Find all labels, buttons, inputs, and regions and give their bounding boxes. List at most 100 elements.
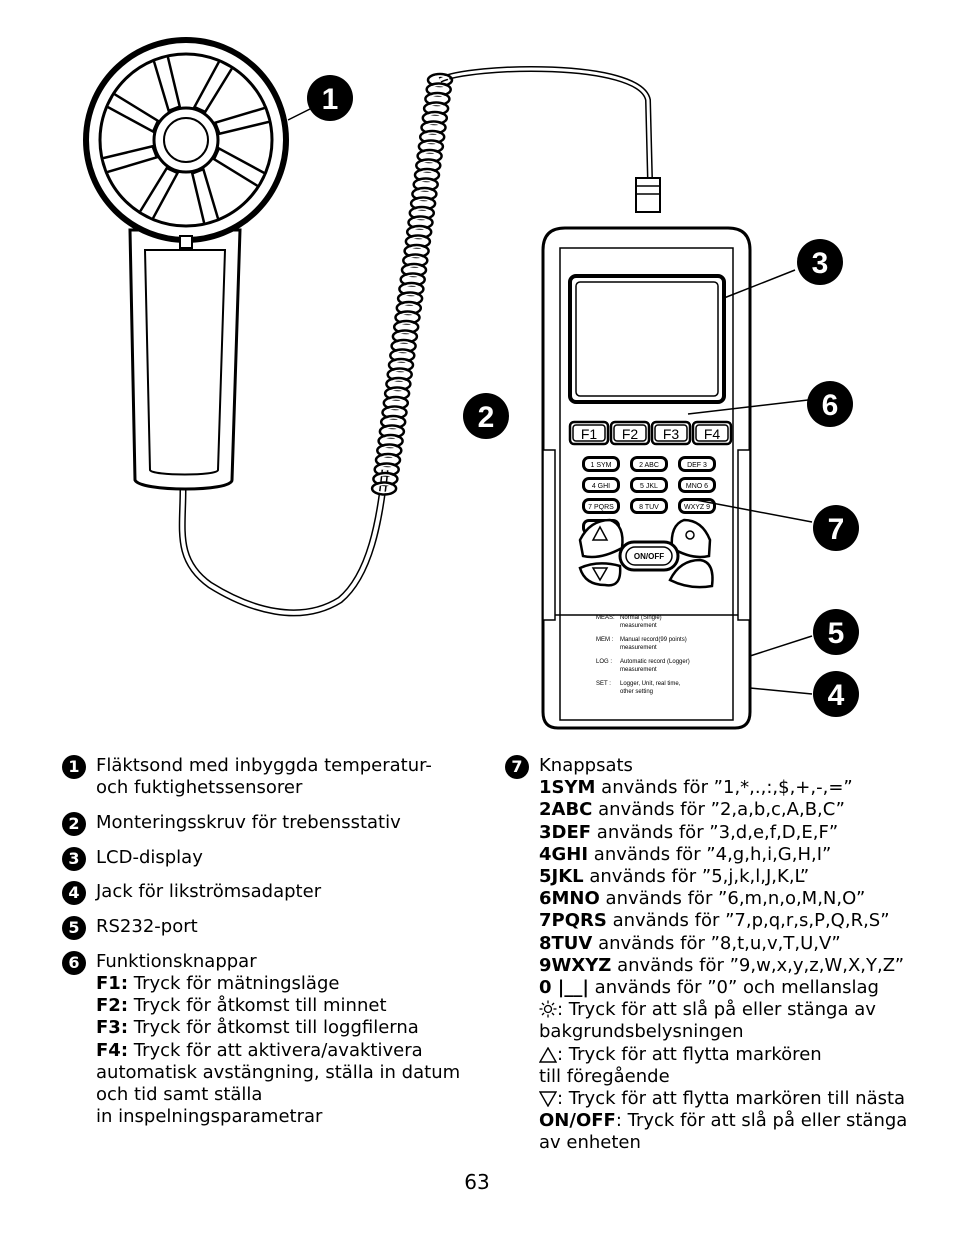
- function-key-4[interactable]: F4: [691, 420, 733, 446]
- legend-value: Automatic record (Logger): [620, 659, 690, 665]
- keypad-key[interactable]: 5 JKL: [630, 477, 668, 493]
- coiled-cable: [438, 65, 653, 181]
- f4-line-4: in inspelningsparametrar: [96, 1106, 323, 1128]
- keypad-key[interactable]: DEF 3: [678, 456, 716, 472]
- callout-2: 2: [463, 393, 509, 439]
- f3-line: F3: Tryck för åtkomst till loggfilerna: [96, 1017, 419, 1039]
- keypad-title: Knappsats: [539, 755, 633, 776]
- function-key-1[interactable]: F1: [568, 420, 610, 446]
- number-badge: 6: [62, 950, 86, 975]
- function-keys[interactable]: F1 F2 F3 F4: [568, 420, 733, 446]
- function-key-2[interactable]: F2: [609, 420, 651, 446]
- up-triangle-icon: [539, 1046, 557, 1063]
- left-column: 1 Fläktsond med inbyggda temperatur- och…: [62, 755, 482, 1141]
- item-3-text: LCD-display: [96, 846, 203, 868]
- keypad-key-label: 1 SYM: [590, 462, 611, 469]
- legend-value: Logger, Unit, real time,: [620, 681, 681, 687]
- number-badge: 2: [62, 811, 86, 836]
- item-2: 2 Monteringsskruv för trebensstativ: [62, 811, 482, 836]
- legend-value: Normal (Single): [620, 615, 662, 621]
- item-7: 7 Knappsats 1SYM används för ”1,*,.,:,$,…: [505, 755, 925, 1155]
- keypad-key[interactable]: 4 GHI: [582, 477, 620, 493]
- keypad-key-label: MNO 6: [686, 483, 708, 490]
- keypad-key-description: 1SYM används för ”1,*,.,:,$,+,-,=”: [539, 777, 853, 799]
- keypad-key-description: 8TUV används för ”8,t,u,v,T,U,V”: [539, 932, 841, 954]
- callout-7: 7: [813, 505, 859, 551]
- callout-number: 1: [322, 83, 339, 116]
- callout-number: 6: [822, 389, 839, 422]
- keypad-key-description: 9WXYZ används för ”9,w,x,y,z,W,X,Y,Z”: [539, 954, 905, 976]
- f4-line-2: automatisk avstängning, ställa in datum: [96, 1061, 461, 1083]
- keypad-key-label: 4 GHI: [592, 483, 610, 490]
- keypad-key-label: 8 TUV: [639, 504, 659, 511]
- legend-value-2: measurement: [620, 623, 657, 629]
- number-badge: 5: [62, 916, 86, 941]
- next-arrow-key[interactable]: [668, 558, 714, 589]
- page-number: 63: [464, 1170, 490, 1194]
- cable-connector: [635, 177, 661, 213]
- item-5: 5 RS232-port: [62, 916, 482, 941]
- keypad-key-description: 5JKL används för ”5,j,k,l,J,K,L”: [539, 866, 810, 888]
- callout-3: 3: [797, 239, 843, 285]
- item-4-text: Jack för likströmsadapter: [96, 881, 322, 903]
- number-badge: 1: [62, 755, 86, 779]
- keypad-key-description: 4GHI används för ”4,g,h,i,G,H,I”: [539, 843, 832, 865]
- callout-number: 3: [812, 247, 829, 280]
- keypad-key-label: 5 JKL: [640, 483, 658, 490]
- item-6-title: Funktionsknappar: [96, 950, 257, 972]
- up-triangle-icon: [591, 525, 609, 541]
- legend-key: LOG :: [596, 659, 612, 665]
- probe-cable: [178, 469, 389, 617]
- legend-value-2: measurement: [620, 667, 657, 673]
- coil-spring: [370, 72, 454, 496]
- keypad-key-label: DEF 3: [687, 462, 707, 469]
- onoff-key-label: ON/OFF: [634, 552, 664, 561]
- function-key-3[interactable]: F3: [650, 420, 692, 446]
- device-illustration: F1 F2 F3 F4 1 SYM 2 ABC DEF 3 4 GHI 5 JKL MNO 6 7…: [83, 37, 859, 730]
- function-key-label: F4: [704, 426, 721, 442]
- backlight-icon: [685, 530, 695, 540]
- keypad-key[interactable]: 7 PQRS: [582, 498, 620, 514]
- keypad-key-label: WXYZ 9: [684, 504, 710, 511]
- item-5-text: RS232-port: [96, 916, 198, 938]
- callout-4: 4: [813, 671, 859, 717]
- up-line-2: till föregående: [539, 1065, 670, 1087]
- down-triangle-icon: [539, 1091, 557, 1108]
- keypad-key[interactable]: 2 ABC: [630, 456, 668, 472]
- legend-value: Manual record(99 points): [620, 637, 687, 643]
- function-key-label: F1: [581, 426, 598, 442]
- f4-line: F4: Tryck för att aktivera/avaktivera: [96, 1039, 423, 1061]
- legend-value-2: measurement: [620, 645, 657, 651]
- keypad-key[interactable]: 1 SYM: [582, 456, 620, 472]
- item-4: 4 Jack för likströmsadapter: [62, 881, 482, 906]
- down-triangle-icon: [591, 567, 609, 582]
- f4-line-3: och tid samt ställa: [96, 1083, 263, 1105]
- item-1-text-2: och fuktighetssensorer: [96, 777, 303, 799]
- legend-key: SET :: [596, 681, 611, 687]
- onoff-line-2: av enheten: [539, 1132, 641, 1154]
- callout-1: 1: [307, 75, 353, 121]
- light-line-2: bakgrundsbelysningen: [539, 1021, 744, 1043]
- legend-key: MEM :: [596, 637, 614, 643]
- keypad-key[interactable]: WXYZ 9: [678, 498, 716, 514]
- keypad-key[interactable]: 8 TUV: [630, 498, 668, 514]
- function-key-label: F2: [622, 426, 639, 442]
- f1-line: F1: Tryck för mätningsläge: [96, 972, 340, 994]
- keypad-key[interactable]: MNO 6: [678, 477, 716, 493]
- number-badge: 3: [62, 846, 86, 871]
- zero-line: 0 |__| används för ”0” och mellanslag: [539, 977, 879, 999]
- fan-probe: [83, 37, 289, 491]
- number-badge: 7: [505, 755, 529, 779]
- keypad-key-label: 7 PQRS: [588, 504, 614, 511]
- callout-number: 2: [478, 401, 495, 434]
- legend-value-2: other setting: [620, 689, 653, 695]
- backlight-icon: [539, 1000, 557, 1018]
- item-3: 3 LCD-display: [62, 846, 482, 871]
- keypad-key-description: 3DEF används för ”3,d,e,f,D,E,F”: [539, 821, 839, 843]
- function-key-label: F3: [663, 426, 680, 442]
- callout-5: 5: [813, 609, 859, 655]
- callout-number: 4: [828, 679, 845, 712]
- onoff-line: ON/OFF: Tryck för att slå på eller stäng…: [539, 1110, 908, 1132]
- keypad-key-label: 2 ABC: [639, 462, 659, 469]
